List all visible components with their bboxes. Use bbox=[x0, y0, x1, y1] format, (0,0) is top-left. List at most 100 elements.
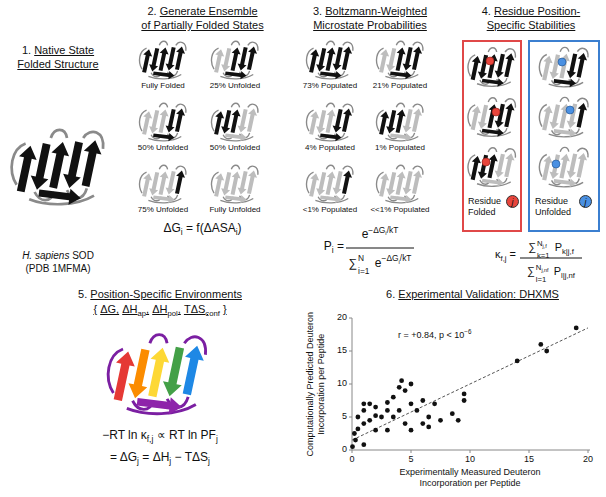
unfolded-box: Residue Unfoldedj bbox=[528, 40, 600, 232]
formula: i bbox=[385, 230, 386, 236]
formula: = ΔH bbox=[142, 450, 169, 464]
state-label: 25% Unfolded bbox=[210, 81, 260, 90]
environment-terms: pol bbox=[168, 309, 178, 318]
state-label: 50% Unfolded bbox=[210, 143, 260, 152]
formula: − TΔS bbox=[175, 450, 208, 464]
tick-label: 15 bbox=[524, 454, 534, 464]
formula: l=1 bbox=[536, 275, 546, 284]
formula: N bbox=[537, 239, 543, 248]
formula-line: ∑Nj,fk=1Pk|j,f bbox=[501, 237, 601, 260]
tick-label-line: 5 bbox=[399, 454, 423, 465]
formula-line: = ΔGj= ΔHj− TΔSj bbox=[40, 450, 280, 465]
environment-terms: ΔH bbox=[152, 303, 167, 315]
stat-annotation-line: r = +0.84, p < 10−6 bbox=[398, 330, 538, 341]
state-label-line: 75% Unfolded bbox=[123, 205, 203, 215]
protein-structure bbox=[12, 130, 104, 206]
state-label-line: Fully Folded bbox=[123, 81, 203, 91]
panel-heading: 3. bbox=[313, 5, 322, 17]
panel-heading-line: 4.Residue Position- bbox=[460, 5, 602, 19]
formula-line: ∑Nj,nfl=1Pl|j,nf bbox=[501, 261, 601, 284]
formula: P bbox=[555, 241, 562, 253]
panel-heading-line: 2. Generate Ensemble bbox=[120, 5, 285, 19]
formula: j,nf bbox=[541, 267, 548, 273]
panel-heading-line: 6.Experimental Validation: DHXMS bbox=[345, 288, 600, 302]
axis-label: Experimentally Measured Deuteron Incorpo… bbox=[399, 467, 540, 488]
panel-heading: 2. bbox=[147, 5, 156, 17]
state-label-line: 73% Populated bbox=[290, 81, 370, 91]
protein-structure bbox=[212, 165, 259, 204]
state-label: <<1% Populated bbox=[370, 205, 429, 214]
state-label-line: 1% Populated bbox=[360, 143, 440, 153]
formula: j bbox=[169, 456, 171, 466]
panel-heading: Position-Specific Environments bbox=[90, 288, 242, 300]
panel-heading: 6. bbox=[386, 288, 395, 300]
formula: = bbox=[510, 248, 516, 260]
state-label: Fully Unfolded bbox=[209, 205, 260, 214]
formula: N bbox=[358, 253, 364, 263]
fraction-bar bbox=[520, 258, 582, 259]
formula: e bbox=[375, 256, 382, 270]
formula: −ΔG bbox=[382, 253, 399, 263]
tick-label-line: 5 bbox=[328, 411, 347, 422]
axis-label: Computationally Predicted Deuteron Incor… bbox=[305, 312, 326, 457]
formula: j bbox=[216, 434, 218, 444]
residue-marker: j bbox=[506, 195, 519, 208]
residue-index: j bbox=[507, 196, 518, 207]
tick-label-line: 20 bbox=[576, 454, 600, 465]
formula: = bbox=[337, 239, 344, 253]
panel-heading-line: of Partially Folded States bbox=[120, 19, 285, 33]
tick-label: 5 bbox=[408, 454, 413, 464]
formula: ) bbox=[238, 221, 242, 235]
tick-label: 20 bbox=[583, 454, 593, 464]
folded-box: Residue Foldedj bbox=[462, 40, 522, 232]
species-label: (PDB 1MFMA) bbox=[26, 263, 91, 274]
protein-structure bbox=[468, 48, 516, 88]
residue-index: j bbox=[580, 196, 591, 207]
formula: = f(ΔASA bbox=[186, 221, 236, 235]
state-label-line: <1% Populated bbox=[290, 205, 370, 215]
tick-label-line: 15 bbox=[517, 454, 541, 465]
panel-heading: Folded Structure bbox=[17, 58, 98, 70]
formula: P bbox=[324, 239, 332, 253]
protein-structure bbox=[468, 98, 516, 138]
protein-structure bbox=[468, 148, 516, 188]
scatter-chart bbox=[349, 318, 590, 453]
residue-dot bbox=[566, 106, 574, 114]
environment-terms: TΔS bbox=[184, 303, 205, 315]
formula: −ΔG bbox=[368, 225, 385, 235]
formula: /kT bbox=[387, 225, 399, 235]
protein-structure bbox=[539, 47, 588, 88]
formula-line: ∑Ni=1e−ΔGi/kT bbox=[330, 251, 430, 276]
residue-dot bbox=[486, 57, 494, 65]
formula: i bbox=[332, 245, 334, 255]
formula: ∝ RT ln PF bbox=[157, 428, 216, 442]
protein-structure bbox=[539, 147, 588, 188]
tick-label: 0 bbox=[349, 454, 354, 464]
formula: = ΔG bbox=[110, 450, 137, 464]
formula: ∑ bbox=[528, 241, 536, 253]
environment-terms: , bbox=[146, 303, 149, 315]
panel-heading-line: 1.Native State bbox=[2, 44, 114, 58]
stat-annotation: r = +0.84, p < 10 bbox=[398, 330, 464, 340]
species-label: H. sapiens bbox=[22, 250, 69, 261]
protein-structure bbox=[307, 103, 354, 142]
panel-heading: Generate Ensemble bbox=[160, 5, 258, 17]
environment-terms: ΔG, bbox=[100, 303, 119, 315]
environment-terms: conf bbox=[205, 309, 220, 318]
tick-label: 10 bbox=[337, 378, 347, 388]
panel-heading: of Partially Folded States bbox=[141, 19, 263, 31]
state-label: 73% Populated bbox=[303, 81, 357, 90]
sum-limits: Nj,fk=1 bbox=[537, 237, 550, 260]
state-label-line: Fully Unfolded bbox=[195, 205, 275, 215]
formula: /kT bbox=[400, 253, 412, 263]
protein-structure bbox=[377, 165, 424, 204]
state-label-line: 25% Unfolded bbox=[195, 81, 275, 91]
protein-structure bbox=[539, 97, 588, 138]
formula: i bbox=[236, 227, 238, 237]
residue-dot bbox=[482, 158, 490, 166]
panel-heading-line: 5.Position-Specific Environments bbox=[60, 288, 260, 302]
formula: N bbox=[536, 263, 542, 272]
environment-terms: , bbox=[178, 303, 181, 315]
state-label: 4% Populated bbox=[305, 143, 355, 152]
